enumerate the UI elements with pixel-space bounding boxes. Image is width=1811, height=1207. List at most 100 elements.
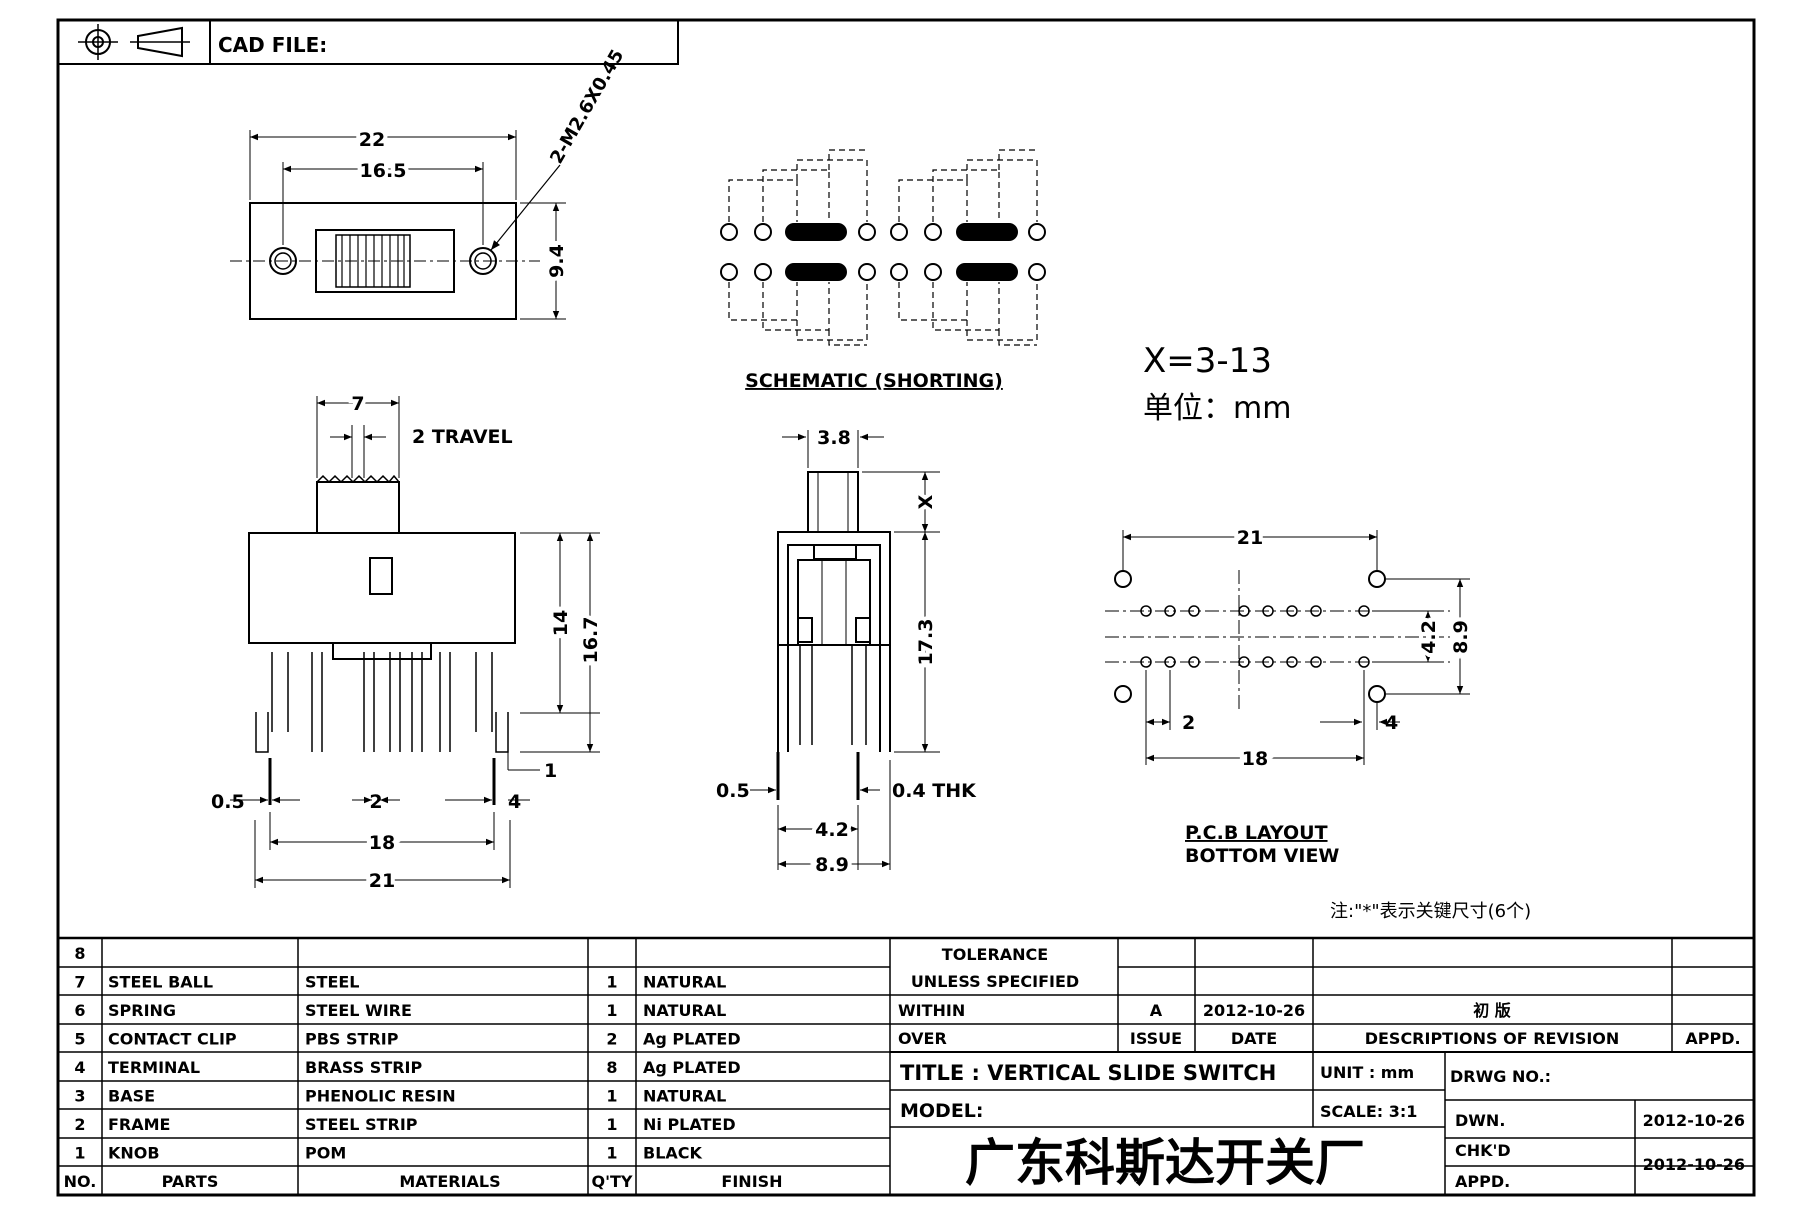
drawing-number-label: DRWG NO.:: [1450, 1067, 1551, 1086]
scale-field: SCALE: 3:1: [1320, 1102, 1417, 1121]
bom-cell-material: BRASS STRIP: [305, 1058, 423, 1077]
dim-3-8: 3.8: [817, 427, 851, 449]
title-block: TOLERANCE UNLESS SPECIFIED WITHIN OVER A…: [898, 945, 1745, 1192]
pcb-dim-18: 18: [1242, 748, 1268, 770]
title-block-grid: [890, 938, 1754, 1195]
bom-cell-qty: 1: [606, 973, 617, 992]
bom-cell-finish: Ni PLATED: [643, 1115, 736, 1134]
dim-8-9: 8.9: [815, 854, 849, 876]
bom-cell-qty: 8: [606, 1058, 617, 1077]
bom-cell-material: PBS STRIP: [305, 1030, 399, 1049]
bom-cell-material: STEEL STRIP: [305, 1115, 418, 1134]
pcb-dim-4-2: 4.2: [1418, 620, 1440, 654]
bom-table: [58, 936, 1754, 1195]
appd-label: APPD.: [1455, 1172, 1510, 1191]
front-view: [248, 474, 516, 805]
bom-header-qty: Q'TY: [592, 1172, 633, 1191]
dim-16-7: 16.7: [580, 617, 602, 664]
bom-cell-material: PHENOLIC RESIN: [305, 1087, 456, 1106]
bom-cell-finish: Ag PLATED: [643, 1030, 741, 1049]
bom-cell-part: BASE: [108, 1087, 155, 1106]
dim-21: 21: [369, 870, 395, 892]
bom-cell-qty: 1: [606, 1087, 617, 1106]
bom-cell-finish: NATURAL: [643, 1001, 726, 1020]
dim-18: 18: [369, 832, 395, 854]
chkd-label: CHK'D: [1455, 1141, 1511, 1160]
header-block: CAD FILE:: [57, 19, 679, 65]
bom-cell-part: CONTACT CLIP: [108, 1030, 237, 1049]
dwn-label: DWN.: [1455, 1111, 1505, 1130]
bom-cell-qty: 1: [606, 1115, 617, 1134]
sheet-border: [56, 18, 1756, 1197]
schematic-diagram: [720, 149, 1046, 346]
bom-cell-qty: 1: [606, 1001, 617, 1020]
x-range-note: X=3-13: [1143, 341, 1272, 381]
bom-cell-material: STEEL WIRE: [305, 1001, 412, 1020]
dim-14: 14: [550, 610, 572, 636]
bom-cell-finish: Ag PLATED: [643, 1058, 741, 1077]
date-header: DATE: [1231, 1029, 1277, 1048]
top-view: 22 16.5 9.4 2-M2.6X0.45: [230, 46, 628, 320]
bom-cell-part: KNOB: [108, 1144, 160, 1163]
bom-cell-part: SPRING: [108, 1001, 176, 1020]
bom-cell-no: 8: [74, 944, 85, 963]
dim-thk: 0.4 THK: [892, 780, 977, 802]
bom-cell-finish: NATURAL: [643, 973, 726, 992]
dim-9-4: 9.4: [546, 244, 568, 278]
dwn-date: 2012-10-26: [1643, 1111, 1745, 1130]
bom-header-finish: FINISH: [721, 1172, 782, 1191]
bom-cell-no: 6: [74, 1001, 85, 1020]
bom-cell-material: POM: [305, 1144, 346, 1163]
issue-header: ISSUE: [1130, 1029, 1182, 1048]
bom-cell-no: 1: [74, 1144, 85, 1163]
bom-cell-no: 5: [74, 1030, 85, 1049]
pcb-dim-2: 2: [1182, 712, 1195, 734]
unit-field: UNIT : mm: [1320, 1063, 1414, 1082]
dim-22: 22: [359, 129, 385, 151]
revision-description: 初 版: [1473, 1001, 1511, 1020]
dim-side-0-5: 0.5: [716, 780, 750, 802]
bom-cell-qty: 2: [606, 1030, 617, 1049]
revision-letter: A: [1150, 1001, 1163, 1020]
dim-17-3: 17.3: [915, 619, 937, 666]
dim-1: 1: [544, 760, 557, 782]
bom-cell-no: 2: [74, 1115, 85, 1134]
appd-header: APPD.: [1685, 1029, 1740, 1048]
dim-0-5: 0.5: [211, 791, 245, 813]
dim-4-2: 4.2: [815, 819, 849, 841]
pcb-dim-4: 4: [1385, 712, 1398, 734]
dim-x: X: [915, 494, 937, 509]
bom-cell-no: 7: [74, 973, 85, 992]
bom-cell-part: TERMINAL: [108, 1058, 200, 1077]
dim-4: 4: [508, 791, 521, 813]
bom-cell-finish: BLACK: [643, 1144, 703, 1163]
pcb-caption-2: BOTTOM VIEW: [1185, 845, 1339, 867]
bom-cell-no: 4: [74, 1058, 85, 1077]
bom-cell-finish: NATURAL: [643, 1087, 726, 1106]
side-view-dims: [750, 430, 940, 870]
bom-cell-material: STEEL: [305, 973, 360, 992]
bom-cell-no: 3: [74, 1087, 85, 1106]
chkd-date: 2012-10-26: [1643, 1155, 1745, 1174]
revision-description-header: DESCRIPTIONS OF REVISION: [1365, 1029, 1620, 1048]
dim-16-5: 16.5: [360, 160, 407, 182]
model-label: MODEL:: [900, 1100, 984, 1122]
pcb-dim-8-9: 8.9: [1450, 620, 1472, 654]
pcb-layout: [1105, 530, 1470, 765]
dim-7: 7: [351, 393, 364, 415]
bom-cell-part: STEEL BALL: [108, 973, 213, 992]
drawing-title: TITLE : VERTICAL SLIDE SWITCH: [900, 1061, 1276, 1085]
company-name: 广东科斯达开关厂: [965, 1134, 1365, 1192]
tolerance-label: TOLERANCE: [942, 945, 1048, 964]
revision-date: 2012-10-26: [1203, 1001, 1305, 1020]
bom-header-no: NO.: [64, 1172, 97, 1191]
projection-symbol-icon: [78, 24, 190, 60]
bom-header-parts: PARTS: [162, 1172, 219, 1191]
front-view-dims: [230, 396, 600, 888]
dim-travel: 2 TRAVEL: [412, 426, 513, 448]
within-label: WITHIN: [898, 1001, 965, 1020]
bom-cell-qty: 1: [606, 1144, 617, 1163]
bom-header-materials: MATERIALS: [399, 1172, 500, 1191]
